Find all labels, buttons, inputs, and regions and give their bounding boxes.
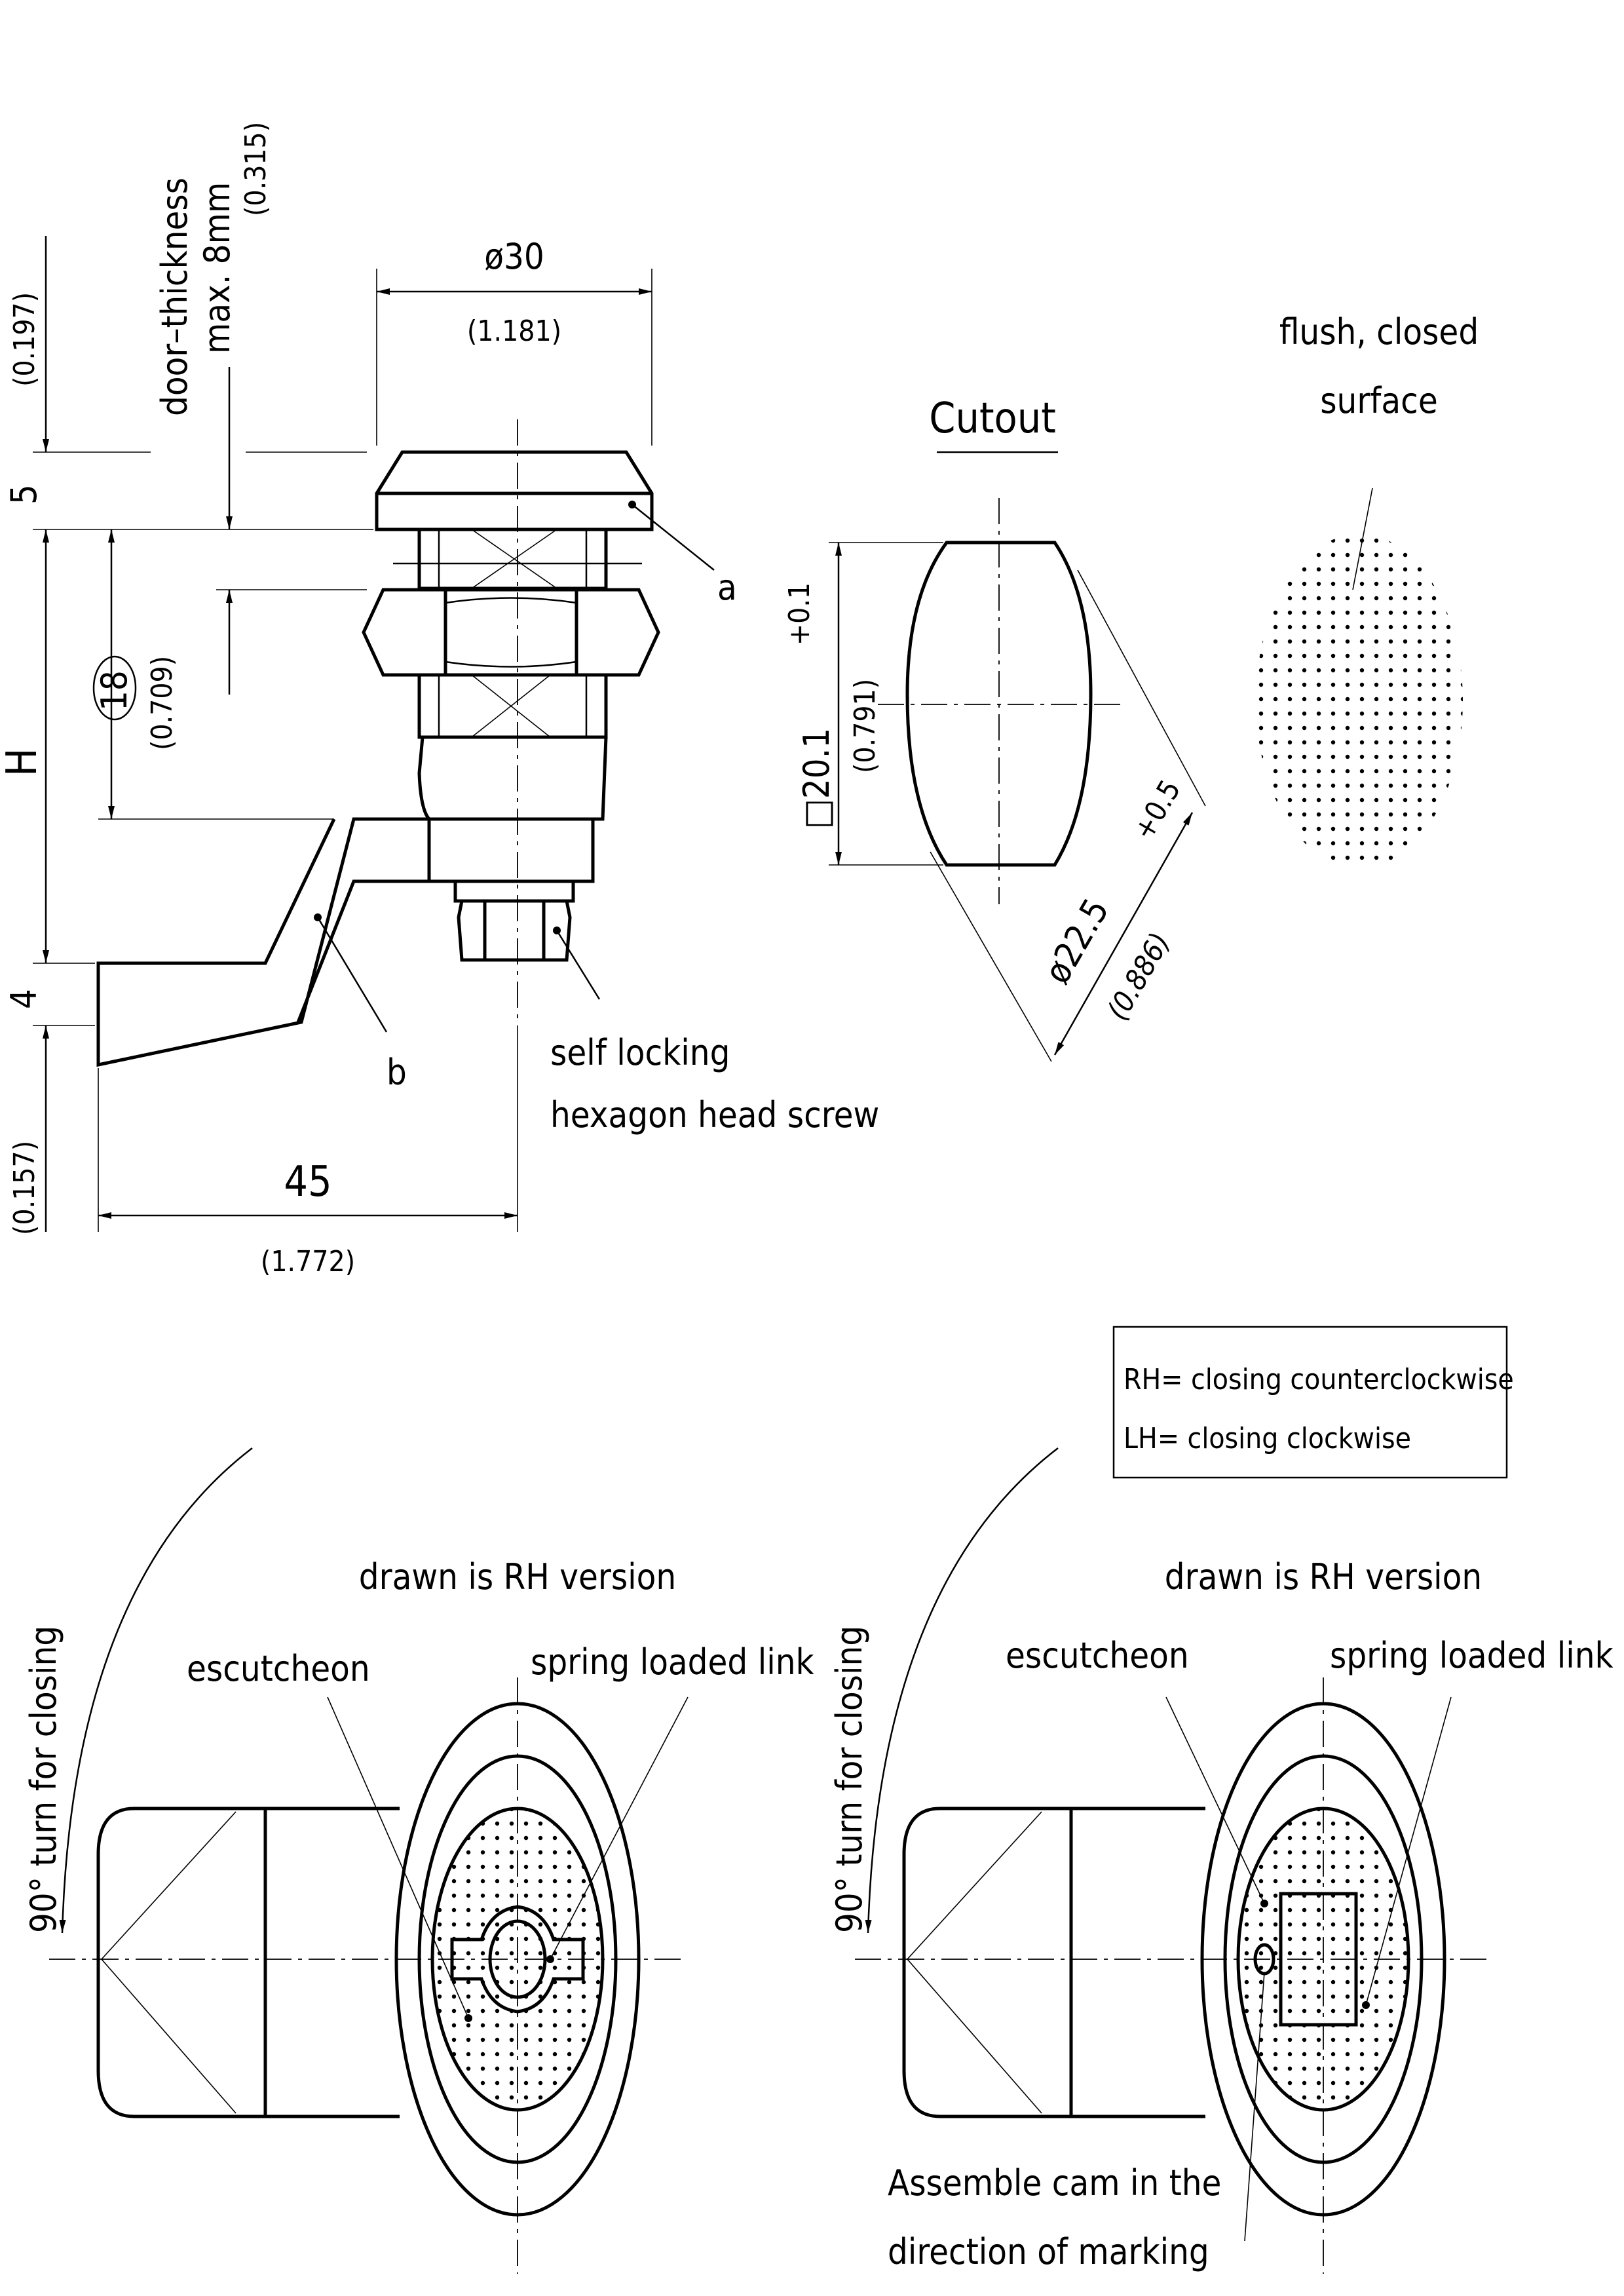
right-cam-arm bbox=[902, 1807, 1205, 2118]
right-spring-link: spring loaded link bbox=[1330, 1635, 1614, 1676]
screw-label-line2: hexagon head screw bbox=[550, 1094, 879, 1136]
right-turn-label: 90° turn for closing bbox=[829, 1626, 870, 1933]
dim-45-inch: (1.772) bbox=[261, 1245, 355, 1278]
left-spring-link: spring loaded link bbox=[531, 1641, 814, 1683]
cutout-dia-size: ø22.5 bbox=[1036, 892, 1117, 991]
legend-rh: RH= closing counterclockwise bbox=[1124, 1363, 1514, 1396]
surface-line2: surface bbox=[1320, 380, 1438, 421]
dim-18: 18 bbox=[94, 670, 135, 711]
dia-30-inch: (1.181) bbox=[467, 315, 561, 348]
left-version: drawn is RH version bbox=[359, 1556, 676, 1598]
dim-H: H bbox=[0, 748, 47, 776]
dotted-surface bbox=[1256, 534, 1463, 868]
door-thickness-max: max. 8mm bbox=[197, 182, 238, 354]
assemble-line2: direction of marking bbox=[888, 2231, 1209, 2272]
screw-washer bbox=[453, 879, 575, 903]
cutout-dia-tol: +0.5 bbox=[1127, 775, 1187, 846]
cam bbox=[96, 817, 429, 1067]
cutout-square-size: □20.1 bbox=[796, 728, 837, 829]
right-outer-ring bbox=[1200, 1702, 1446, 2217]
side-view: a b self locking hexagon head screw (0.1… bbox=[0, 122, 879, 1278]
cutout-view: Cutout □20.1 +0.1 (0.791) ø22.5 +0.5 (0.… bbox=[783, 394, 1206, 1062]
cutout-title: Cutout bbox=[929, 394, 1056, 443]
dim-bottom-inch: (0.157) bbox=[8, 1141, 41, 1235]
front-view-left: 90° turn for closing drawn is RH version… bbox=[23, 1447, 814, 2274]
left-outer-ring bbox=[394, 1702, 641, 2217]
dim-5: 5 bbox=[3, 484, 45, 505]
dim-4: 4 bbox=[3, 989, 45, 1009]
cutout-square-tol: +0.1 bbox=[783, 583, 816, 645]
cutout-dia-inch: (0.886) bbox=[1101, 927, 1177, 1025]
cutout-square-inch: (0.791) bbox=[848, 679, 882, 773]
dia-30: ø30 bbox=[484, 236, 544, 277]
lock-bezel bbox=[375, 450, 654, 531]
dim-45: 45 bbox=[284, 1158, 331, 1206]
left-cam-arm bbox=[96, 1807, 400, 2118]
front-view-right: 90° turn for closing drawn is RH version… bbox=[829, 1447, 1614, 2274]
surface-line1: flush, closed bbox=[1279, 311, 1479, 353]
legend-lh: LH= closing clockwise bbox=[1124, 1422, 1411, 1455]
label-b: b bbox=[387, 1052, 407, 1093]
hex-nut bbox=[362, 588, 660, 677]
right-escutcheon: escutcheon bbox=[1006, 1635, 1189, 1676]
door-thickness-label: door–thickness bbox=[154, 178, 195, 416]
dim-18-inch: (0.709) bbox=[145, 656, 179, 750]
hex-screw bbox=[457, 899, 572, 962]
right-square-drive bbox=[1279, 1892, 1358, 2027]
right-version: drawn is RH version bbox=[1165, 1556, 1482, 1598]
dim-top-inch: (0.197) bbox=[8, 292, 41, 387]
door-thickness-inch: (0.315) bbox=[239, 122, 273, 216]
cam-holder bbox=[427, 817, 595, 883]
legend-box: RH= closing counterclockwise LH= closing… bbox=[1112, 1326, 1514, 1479]
flush-surface-view: flush, closed surface bbox=[1256, 311, 1479, 868]
left-turn-label: 90° turn for closing bbox=[23, 1626, 64, 1933]
assemble-line1: Assemble cam in the bbox=[888, 2162, 1221, 2204]
left-key-shape bbox=[450, 1905, 585, 2014]
screw-label-line1: self locking bbox=[550, 1032, 730, 1073]
left-escutcheon: escutcheon bbox=[187, 1648, 370, 1689]
lock-body-lower bbox=[417, 673, 608, 739]
lock-body-upper bbox=[417, 527, 608, 590]
label-a: a bbox=[717, 567, 737, 608]
